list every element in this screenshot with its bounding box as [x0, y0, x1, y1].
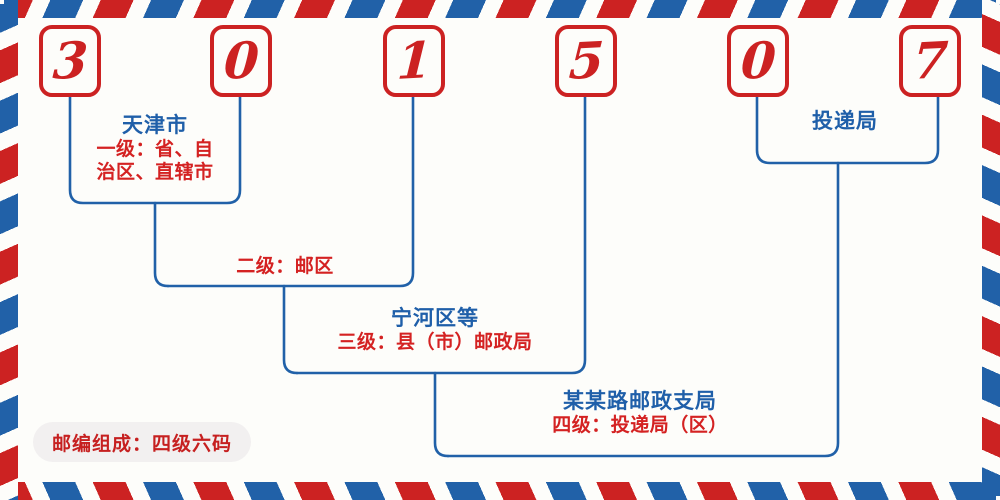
stem-level-3-to-4: [433, 371, 450, 458]
digit-box-4: 5: [555, 25, 617, 97]
label-level-3-title: 宁河区等: [391, 305, 479, 330]
stem-level-2-to-3: [282, 284, 299, 375]
label-level-2: 二级：邮区: [205, 255, 365, 278]
digit-box-2: 0: [210, 25, 272, 97]
digit-glyph-5: 0: [739, 30, 777, 91]
digit-glyph-6: 7: [911, 30, 949, 91]
digit-glyph-2: 0: [222, 30, 260, 91]
digit-glyph-3: 1: [395, 30, 433, 91]
bracket-delivery-office: [755, 95, 940, 165]
digit-glyph-4: 5: [567, 30, 605, 91]
label-level-4-subtitle: 四级：投递局（区）: [552, 413, 728, 436]
summary-badge: 邮编组成：四级六码: [33, 422, 251, 462]
bracket-level-4: [446, 161, 840, 458]
label-level-1-subtitle-line2: 治区、直辖市: [96, 160, 214, 183]
label-level-1-title: 天津市: [122, 112, 188, 137]
label-level-2-subtitle: 二级：邮区: [236, 255, 334, 277]
bracket-level-2: [166, 95, 415, 288]
label-level-1: 天津市 一级：省、自 治区、直辖市: [80, 112, 230, 184]
digit-box-6: 7: [899, 25, 961, 97]
digit-box-5: 0: [727, 25, 789, 97]
label-level-1-subtitle-line1: 一级：省、自: [96, 137, 214, 160]
label-level-4-title: 某某路邮政支局: [563, 388, 717, 413]
stem-level-1-to-2: [153, 201, 170, 288]
label-delivery-office: 投递局: [775, 108, 915, 134]
digit-glyph-1: 3: [51, 30, 89, 91]
label-level-3: 宁河区等 三级：县（市）邮政局: [315, 305, 555, 354]
label-level-4: 某某路邮政支局 四级：投递局（区）: [520, 388, 760, 437]
label-delivery-office-title: 投递局: [812, 108, 878, 133]
bracket-level-3: [295, 95, 587, 375]
summary-badge-text: 邮编组成：四级六码: [51, 432, 232, 455]
digit-box-3: 1: [383, 25, 445, 97]
digit-box-1: 3: [39, 25, 101, 97]
label-level-3-subtitle: 三级：县（市）邮政局: [337, 330, 533, 353]
